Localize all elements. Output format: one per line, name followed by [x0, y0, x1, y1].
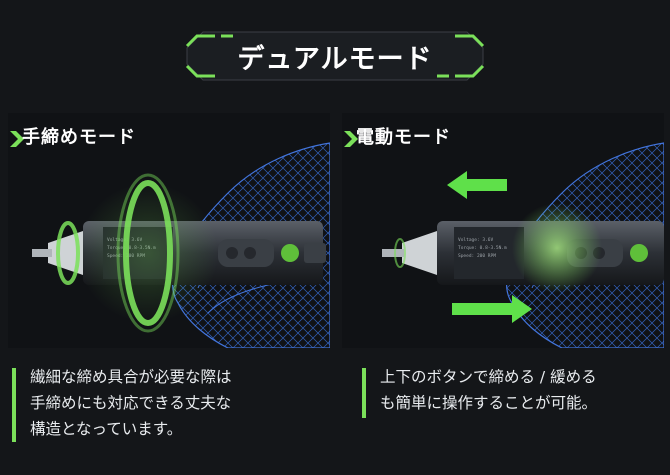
electric-mode-panel: Voltage: 3.6V Torque: 0.8-3.5N.m Speed: …	[342, 113, 664, 348]
electric-mode-description: 上下のボタンで締める / 緩める も簡単に操作することが可能。	[362, 364, 662, 418]
electric-mode-description-text: 上下のボタンで締める / 緩める も簡単に操作することが可能。	[380, 368, 598, 412]
manual-mode-description: 繊細な締め具合が必要な際は 手締めにも対応できる丈夫な 構造となっています。	[12, 364, 312, 442]
accent-bar	[362, 368, 366, 418]
screwdriver-body: Voltage: 3.6V Torque: 0.8-3.5N.m Speed: …	[382, 203, 664, 293]
page-title: デュアルモード	[237, 43, 433, 75]
section-header: デュアルモード	[185, 28, 485, 84]
label-chevron-icon	[10, 131, 24, 147]
manual-mode-description-text: 繊細な締め具合が必要な際は 手締めにも対応できる丈夫な 構造となっています。	[30, 368, 232, 438]
svg-text:Voltage: 3.6V: Voltage: 3.6V	[458, 237, 494, 243]
label-chevron-icon	[344, 131, 358, 147]
header-frame	[185, 31, 485, 81]
direction-arrows	[447, 171, 532, 323]
rotation-rings	[56, 173, 218, 333]
svg-text:Torque: 0.8-3.5N.m: Torque: 0.8-3.5N.m	[458, 245, 507, 251]
manual-mode-illustration: Voltage: 3.6V Torque: 0.8-3.5N.m Speed: …	[32, 142, 330, 348]
svg-text:Speed: 200 RPM: Speed: 200 RPM	[458, 253, 496, 259]
electric-mode-label: 電動モード	[356, 127, 451, 148]
accent-bar	[12, 368, 16, 442]
electric-mode-illustration: Voltage: 3.6V Torque: 0.8-3.5N.m Speed: …	[382, 142, 664, 348]
manual-mode-label: 手締めモード	[22, 127, 136, 148]
manual-mode-panel: Voltage: 3.6V Torque: 0.8-3.5N.m Speed: …	[8, 113, 330, 348]
